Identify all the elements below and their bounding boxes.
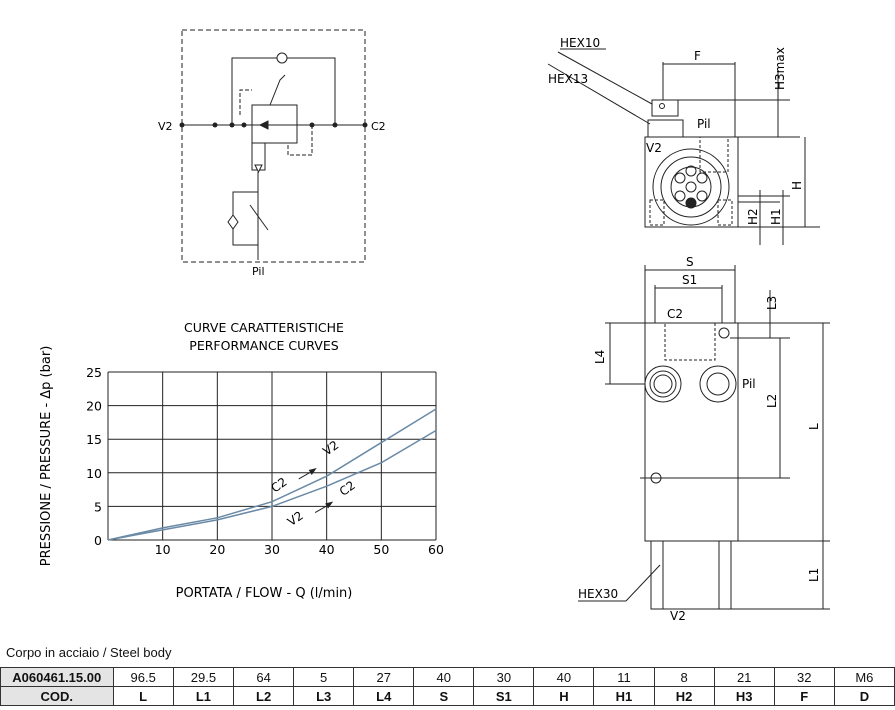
- header-s1: S1: [473, 686, 535, 706]
- label-hex10: HEX10: [560, 36, 600, 50]
- schematic-port-c2: C2: [371, 120, 386, 133]
- value-l1: 29.5: [172, 667, 235, 687]
- y-tick-label: 25: [86, 365, 102, 380]
- value-l4: 27: [353, 667, 415, 687]
- header-l4: L4: [353, 686, 415, 706]
- header-l1: L1: [172, 686, 235, 706]
- label-hex13: HEX13: [548, 72, 588, 86]
- code-value: A060461.15.00: [0, 667, 114, 687]
- label-c2-side: C2: [667, 307, 683, 321]
- value-h3: 21: [713, 667, 775, 687]
- header-h1: H1: [593, 686, 655, 706]
- label-v2-side: V2: [670, 609, 686, 623]
- header-h3: H3: [713, 686, 775, 706]
- arrowhead-icon: [325, 501, 334, 509]
- dim-l: L: [807, 423, 821, 430]
- header-s: S: [413, 686, 475, 706]
- hydraulic-schematic: [179, 29, 368, 263]
- x-tick-label: 10: [155, 542, 171, 557]
- x-tick-label: 50: [373, 542, 389, 557]
- dim-l3: L3: [765, 296, 779, 310]
- dim-h3max: H3max: [773, 47, 787, 90]
- drawing-canvas: V2 C2 Pil HEX10 HEX13 F H3max Pil V2 H H…: [39, 29, 830, 623]
- header-d: D: [833, 686, 895, 706]
- x-tick-label: 60: [428, 542, 444, 557]
- value-l2: 64: [233, 667, 295, 687]
- value-h: 40: [533, 667, 595, 687]
- dim-s1: S1: [682, 273, 697, 287]
- dim-l4: L4: [593, 350, 607, 364]
- header-h2: H2: [653, 686, 715, 706]
- x-tick-label: 40: [319, 542, 335, 557]
- header-l3: L3: [293, 686, 355, 706]
- table-caption: Corpo in acciaio / Steel body: [6, 645, 172, 660]
- dim-l2: L2: [765, 394, 779, 408]
- chart-xlabel: PORTATA / FLOW - Q (l/min): [176, 586, 353, 601]
- chart-title: CURVE CARATTERISTICHE: [184, 320, 344, 335]
- curve-label-to: V2: [320, 438, 341, 459]
- x-tick-label: 30: [264, 542, 280, 557]
- header-f: F: [773, 686, 835, 706]
- value-l: 96.5: [112, 667, 174, 687]
- value-s: 40: [413, 667, 475, 687]
- y-tick-label: 20: [86, 399, 102, 414]
- label-hex30: HEX30: [578, 587, 618, 601]
- series-line-v2-to-c2: [107, 429, 437, 541]
- side-view-drawing: [578, 265, 830, 610]
- y-tick-label: 0: [94, 533, 102, 548]
- value-s1: 30: [473, 667, 535, 687]
- front-view-drawing: [547, 48, 820, 245]
- schematic-port-pil: Pil: [252, 265, 265, 278]
- dim-h2: H2: [746, 208, 760, 225]
- code-header: COD.: [0, 686, 114, 706]
- value-l3: 5: [293, 667, 355, 687]
- chart-ylabel: PRESSIONE / PRESSURE - Δp (bar): [39, 346, 54, 567]
- dim-f: F: [694, 49, 701, 63]
- y-tick-label: 10: [86, 466, 102, 481]
- value-h2: 8: [653, 667, 715, 687]
- header-l2: L2: [233, 686, 295, 706]
- value-d: M6: [833, 667, 895, 687]
- value-h1: 11: [593, 667, 655, 687]
- header-l: L: [112, 686, 174, 706]
- y-tick-label: 15: [86, 432, 102, 447]
- series-line-c2-to-v2: [107, 408, 437, 541]
- dim-l1: L1: [807, 568, 821, 582]
- curve-label-from: V2: [285, 508, 306, 529]
- chart-subtitle: PERFORMANCE CURVES: [189, 338, 338, 353]
- dim-s: S: [686, 255, 694, 269]
- label-pil-side: Pil: [742, 377, 756, 391]
- dim-h1: H1: [769, 208, 783, 225]
- y-tick-label: 5: [94, 499, 102, 514]
- x-tick-label: 20: [209, 542, 225, 557]
- label-pil-front: Pil: [697, 117, 711, 131]
- arrowhead-icon: [308, 467, 317, 475]
- label-v2-front: V2: [646, 141, 662, 155]
- header-h: H: [533, 686, 595, 706]
- schematic-port-v2: V2: [158, 120, 173, 133]
- performance-chart: CURVE CARATTERISTICHE PERFORMANCE CURVES…: [39, 320, 444, 601]
- dim-h: H: [790, 181, 804, 190]
- value-f: 32: [773, 667, 835, 687]
